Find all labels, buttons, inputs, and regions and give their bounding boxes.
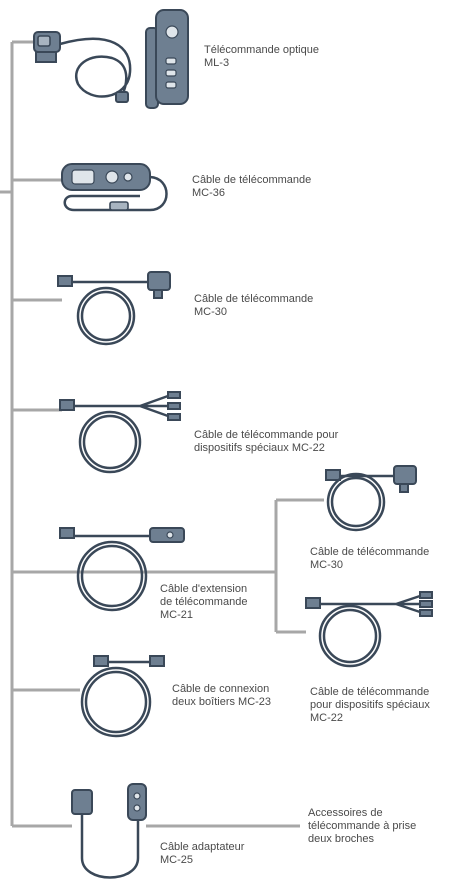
mc21-device (59, 527, 185, 612)
ml3-receiver-device (33, 31, 132, 103)
label-mc30-left: Câble de télécommande MC-30 (194, 293, 314, 318)
mc30-device-left (57, 271, 171, 346)
label-mc30-right: Câble de télécommande MC-30 (310, 546, 430, 571)
mc30-device-right (325, 465, 417, 532)
mc22-device-left (59, 391, 181, 474)
ml3-transmitter-device (145, 9, 189, 109)
connector-lines (0, 40, 324, 828)
label-mc23: Câble de connexion deux boîtiers MC-23 (172, 683, 272, 708)
label-mc21: Câble d'extension de télécommande MC-21 (160, 583, 248, 621)
mc36-device (61, 163, 168, 212)
mc23-device (80, 655, 165, 738)
label-mc22-left: Câble de télécommande pour dispositifs s… (194, 429, 339, 454)
label-ml3: Télécommande optique ML-3 (204, 44, 319, 69)
mc25-device (71, 783, 147, 879)
label-mc25: Câble adaptateur MC-25 (160, 841, 245, 866)
label-mc36: Câble de télécommande MC-36 (192, 174, 312, 199)
label-two-pin-accessories: Accessoires de télécommande à prise deux… (308, 807, 417, 845)
mc22-device-right (305, 591, 433, 668)
label-mc22-right: Câble de télécommande pour dispositifs s… (310, 686, 430, 724)
